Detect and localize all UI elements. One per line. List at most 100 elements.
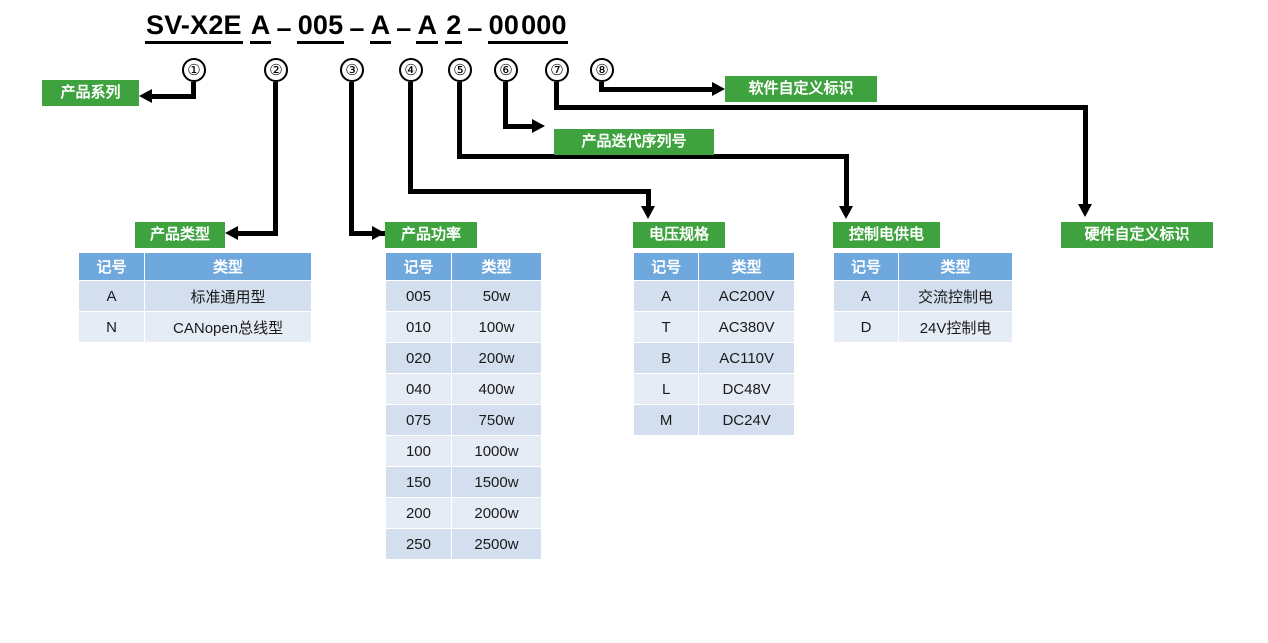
cell-symbol: 200 (385, 497, 452, 529)
table-header-row: 记号 类型 (77, 252, 312, 281)
connector-1-horizontal (152, 94, 196, 99)
model-segment-voltage: A (369, 10, 392, 44)
connector-2-vertical (273, 82, 278, 236)
connector-4-vertical (408, 82, 413, 194)
label-product-series: 产品系列 (42, 80, 139, 106)
cell-type: 交流控制电 (898, 280, 1013, 312)
label-control-power-supply: 控制电供电 (833, 222, 940, 248)
label-voltage-spec: 电压规格 (633, 222, 725, 248)
model-segment-power: 005 (296, 10, 345, 44)
cell-type: AC380V (698, 311, 795, 343)
table-row: A 标准通用型 (77, 280, 312, 312)
connector-6-arrowhead-icon (532, 119, 545, 133)
marker-6-icon: ⑥ (494, 58, 518, 82)
model-separator-2: – (349, 13, 365, 43)
model-segment-iteration: 2 (445, 10, 463, 44)
connector-7-horizontal (554, 105, 1088, 110)
cell-symbol: D (832, 311, 900, 343)
connector-4-vertical-2 (646, 189, 651, 211)
connector-3-horizontal (349, 231, 385, 236)
cell-symbol: N (77, 311, 146, 343)
connector-5-arrowhead-icon (839, 206, 853, 219)
cell-type: 400w (450, 373, 543, 405)
model-separator-1: – (276, 13, 292, 43)
cell-symbol: 250 (385, 528, 452, 560)
cell-symbol: 040 (385, 373, 452, 405)
connector-7-vertical (554, 82, 559, 110)
connector-3-vertical (349, 82, 354, 236)
cell-symbol: 150 (385, 466, 452, 498)
label-product-type: 产品类型 (135, 222, 225, 248)
connector-7-vertical-2 (1083, 105, 1088, 209)
marker-8-icon: ⑧ (590, 58, 614, 82)
cell-type: 标准通用型 (144, 280, 312, 312)
connector-6-vertical (503, 82, 508, 129)
cell-symbol: A (632, 280, 700, 312)
label-software-custom-id: 软件自定义标识 (725, 76, 877, 102)
cell-symbol: 100 (385, 435, 452, 467)
cell-type: 200w (450, 342, 543, 374)
connector-8-horizontal (599, 87, 715, 92)
connector-2-arrowhead-icon (225, 226, 238, 240)
col-header-symbol: 记号 (385, 252, 452, 281)
col-header-type: 类型 (144, 252, 312, 281)
cell-type: 750w (450, 404, 543, 436)
connector-1-arrowhead-icon (139, 89, 152, 103)
cell-symbol: 005 (385, 280, 452, 312)
col-header-symbol: 记号 (632, 252, 700, 281)
model-code-string: SV-X2E A – 005 – A – A 2 – 00 000 (145, 8, 568, 44)
model-segment-software-id: 00 (487, 10, 521, 44)
cell-type: 100w (450, 311, 543, 343)
cell-type: 50w (450, 280, 543, 312)
table-header-row: 记号 类型 (385, 252, 543, 281)
marker-2-icon: ② (264, 58, 288, 82)
label-product-power: 产品功率 (385, 222, 477, 248)
marker-4-icon: ④ (399, 58, 423, 82)
col-header-type: 类型 (450, 252, 543, 281)
cell-type: DC48V (698, 373, 795, 405)
connector-3-arrowhead-icon (372, 226, 385, 240)
cell-symbol: A (832, 280, 900, 312)
connector-5-vertical (457, 82, 462, 159)
cell-type: 2000w (450, 497, 543, 529)
cell-symbol: 020 (385, 342, 452, 374)
cell-symbol: M (632, 404, 700, 436)
col-header-type: 类型 (698, 252, 795, 281)
cell-symbol: 010 (385, 311, 452, 343)
connector-4-horizontal (408, 189, 651, 194)
marker-5-icon: ⑤ (448, 58, 472, 82)
connector-2-horizontal (238, 231, 278, 236)
marker-3-icon: ③ (340, 58, 364, 82)
col-header-type: 类型 (898, 252, 1013, 281)
col-header-symbol: 记号 (77, 252, 146, 281)
marker-1-icon: ① (182, 58, 206, 82)
table-row: N CANopen总线型 (77, 311, 312, 343)
connector-1-vertical (191, 82, 196, 98)
model-segment-hardware-id: 000 (520, 10, 568, 44)
model-segment-series: SV-X2E (145, 10, 243, 44)
model-segment-control-power: A (416, 10, 439, 44)
label-hardware-custom-id: 硬件自定义标识 (1061, 222, 1213, 248)
model-separator-4: – (467, 13, 483, 43)
table-product-type: 记号 类型 A 标准通用型 N CANopen总线型 (77, 252, 312, 343)
connector-7-arrowhead-icon (1078, 204, 1092, 217)
cell-symbol: B (632, 342, 700, 374)
cell-type: AC200V (698, 280, 795, 312)
